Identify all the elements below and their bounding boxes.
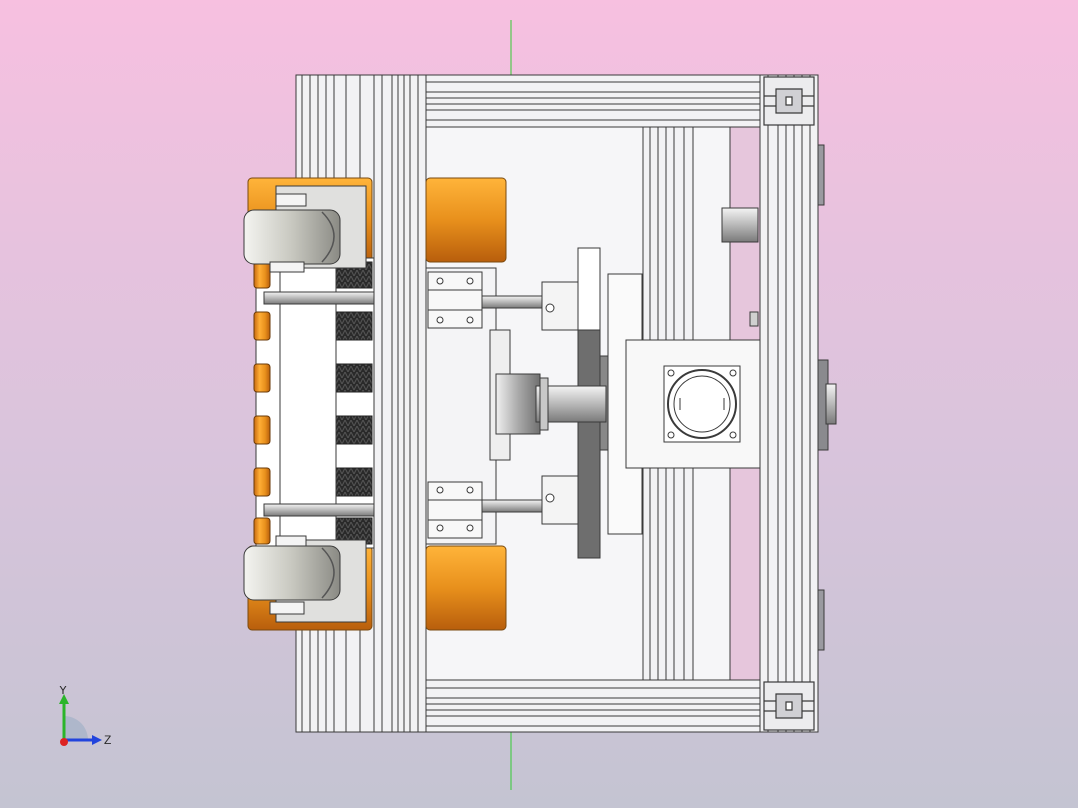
profile-corner-bottom bbox=[763, 681, 815, 731]
y-axis-label: Y bbox=[59, 686, 67, 697]
z-axis-label: Z bbox=[104, 733, 111, 747]
side-cylinder bbox=[721, 207, 837, 451]
caster-wheel-bottom bbox=[243, 535, 367, 623]
linear-guide-assembly bbox=[425, 267, 579, 545]
motor-mount-plate bbox=[625, 339, 761, 469]
profile-corner-top bbox=[763, 76, 815, 126]
caster-wheel-top bbox=[243, 185, 367, 273]
brush-roller-assembly bbox=[253, 257, 375, 549]
coordinate-triad-icon: Y Z bbox=[59, 686, 111, 747]
